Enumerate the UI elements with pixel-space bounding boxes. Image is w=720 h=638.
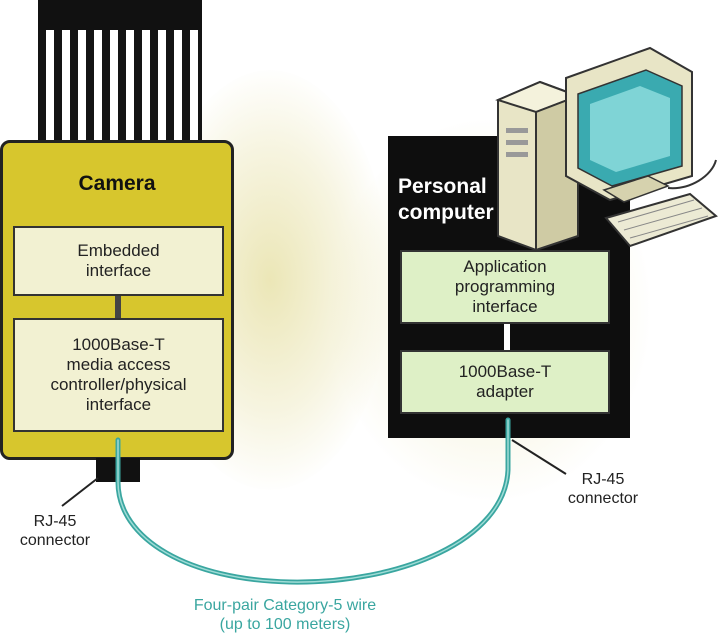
adapter-box: 1000Base-T adapter: [400, 350, 610, 414]
wire-label: Four-pair Category-5 wire (up to 100 met…: [193, 597, 377, 633]
camera-rj45-label: RJ-45 connector: [19, 513, 91, 549]
desktop-computer-icon: [495, 46, 718, 252]
pc-title: Personal computer: [398, 175, 494, 224]
camera-connector-leader: [61, 477, 99, 507]
mac-phy-box: 1000Base-T media access controller/physi…: [13, 318, 224, 432]
embedded-interface-box: Embedded interface: [13, 226, 224, 296]
camera-internal-link: [115, 296, 121, 318]
cat5-wire-highlight: [117, 419, 509, 583]
camera-title: Camera: [78, 172, 156, 195]
pc-rj45-label: RJ-45 connector: [567, 471, 639, 507]
camera-fins-icon: [38, 30, 202, 146]
pc-connector-leader: [511, 439, 567, 475]
pc-internal-link: [504, 324, 510, 350]
api-box: Application programming interface: [400, 250, 610, 324]
